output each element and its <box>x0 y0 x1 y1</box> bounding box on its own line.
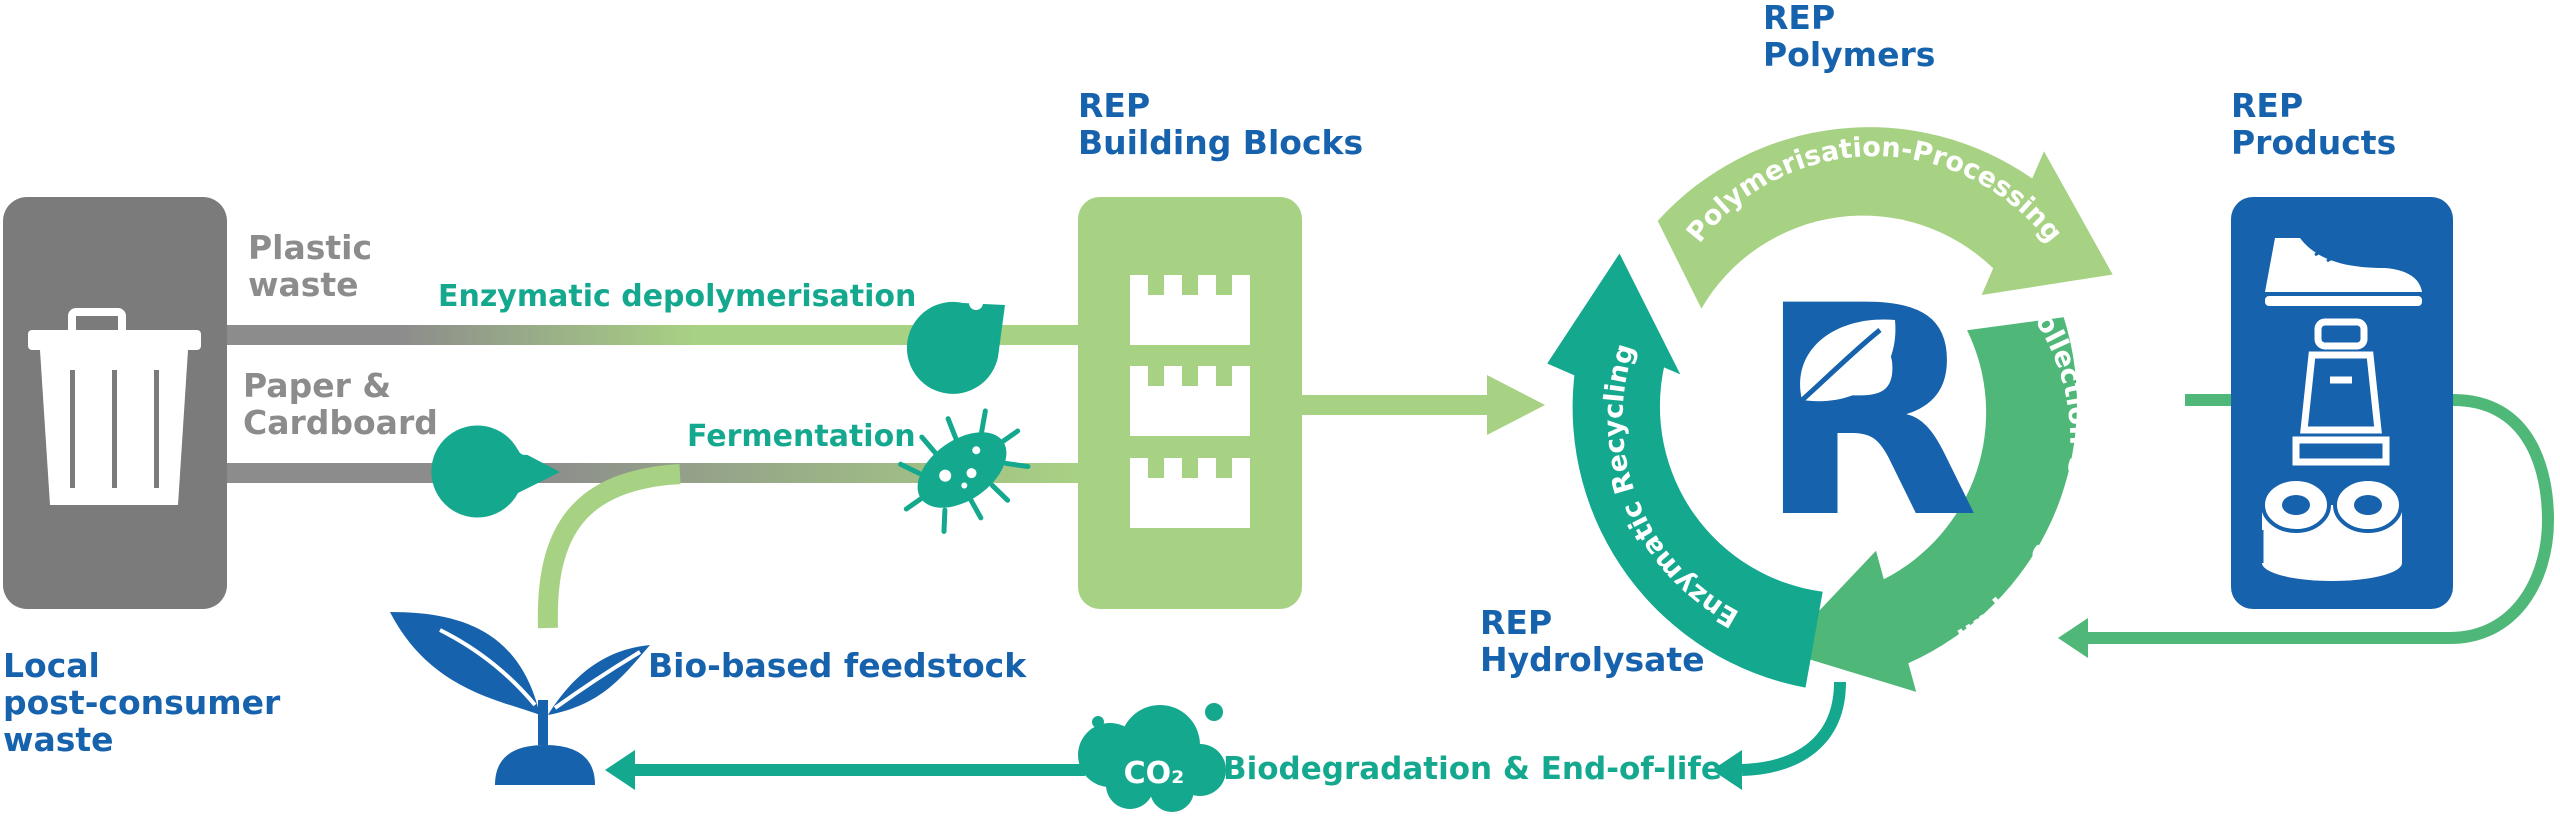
cycle-arrow-top <box>1657 127 2113 309</box>
products-return-arrow-head <box>2058 618 2088 658</box>
end-of-life-arrow-head <box>605 750 635 790</box>
cycle-arrow-left <box>1547 253 1823 688</box>
products-return-arrow <box>2085 394 2555 644</box>
hydrolysate-arrow-head <box>1712 750 1742 790</box>
label-rep-building-blocks: REP Building Blocks <box>1078 86 1364 162</box>
blocks-to-cycle-arrow-head <box>1487 375 1545 435</box>
label-local-waste: Local post-consumer waste <box>3 646 281 759</box>
feedstock-flow-curve <box>537 464 681 629</box>
bacteria-icon <box>898 408 1031 534</box>
plastic-flow-line <box>225 325 1085 345</box>
logo-letter: R <box>1756 245 1979 582</box>
enzyme-pacman-icon <box>431 425 560 518</box>
tape-rolls-icon <box>2260 477 2403 581</box>
label-bio-based-feedstock: Bio-based feedstock <box>648 646 1027 685</box>
co2-label: CO₂ <box>1124 756 1185 791</box>
label-rep-hydrolysate: REP Hydrolysate <box>1480 603 1705 679</box>
co2-cloud-icon <box>1078 703 1226 812</box>
building-block-icon <box>1130 458 1250 528</box>
car-seat-icon <box>2292 318 2390 466</box>
pacman-eye <box>969 296 983 310</box>
label-plastic-waste: Plastic waste <box>248 228 373 304</box>
shoe-icon <box>2265 238 2422 306</box>
label-rep-products: REP Products <box>2231 86 2397 162</box>
label-rep-polymers: REP Polymers <box>1763 0 1936 74</box>
enzyme-pacman-icon <box>906 301 1005 394</box>
label-biodegradation: Biodegradation & End-of-life <box>1223 751 1722 787</box>
pacman-eye <box>518 441 532 455</box>
hydrolysate-down-arrow <box>1741 681 1846 776</box>
building-block-icon <box>1130 366 1250 436</box>
building-block-icon <box>1130 275 1250 345</box>
label-paper-cardboard: Paper & Cardboard <box>243 366 438 442</box>
blocks-to-cycle-arrow-line <box>1302 395 1497 415</box>
leaf-icon <box>1798 319 1896 404</box>
trash-bin-icon <box>3 197 227 609</box>
sprout-icon <box>390 612 650 785</box>
label-fermentation: Fermentation <box>687 419 916 454</box>
label-enzymatic-depolymerisation: Enzymatic depolymerisation <box>438 279 917 314</box>
cycle-arrow-right <box>1781 317 2077 692</box>
